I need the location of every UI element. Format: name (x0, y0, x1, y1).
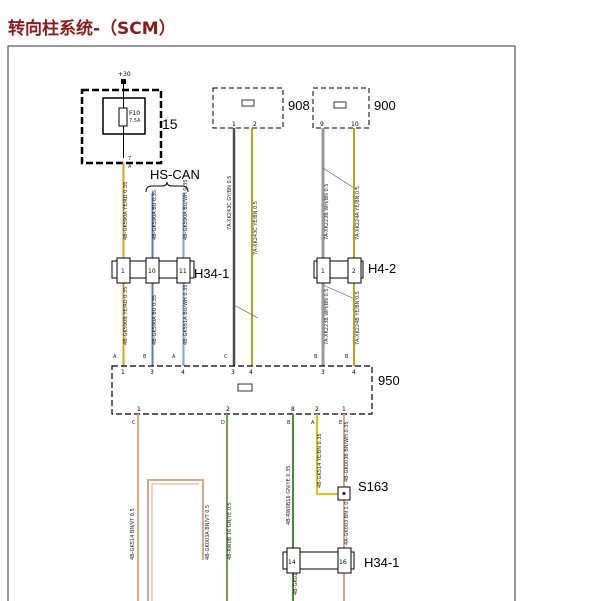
m950-pin-4c: 4 (352, 369, 356, 376)
page-title: 转向柱系统-（SCM） (8, 14, 176, 39)
h34-top-pin-1: 1 (121, 268, 125, 275)
wire-code-b3: 4B-RW0B16 GN/YE 0.35 (286, 466, 292, 525)
wire-code-b5: 4B-GK003B BN/WH 0.35 (344, 421, 350, 482)
wire-green-8: B 4B-RW0B16 GN/YE 0.35 4B-GK01 0.35 (286, 414, 299, 601)
h34-bottom-pin-14: 14 (288, 559, 296, 566)
wire-tan-loop: 4B-GK003A BN/VT 0.5 (147, 479, 211, 601)
h34-bottom-label: H34-1 (364, 555, 399, 570)
module-950: 950 A B A C B B 1 3 4 3 4 3 4 1 2 8 2 1 (111, 354, 400, 415)
title-text: 转向柱系统-（SCM） (8, 19, 176, 39)
wire-code-900-9: 7A-XK223B WH/BN 0.5 (324, 184, 330, 240)
fuse-pin-letter: A (128, 164, 132, 170)
bottom-letter-d: D (221, 420, 225, 426)
m950-pin-4: 4 (181, 369, 185, 376)
bottom-letter-a: A (311, 420, 315, 426)
m950-pin-3b: 3 (231, 369, 235, 376)
h34-top-pin-10: 10 (148, 268, 156, 275)
wire-code-b6: 4A-GK003 BN 1.0 (344, 502, 350, 545)
h4-2-pin-1: 1 (321, 268, 325, 275)
m950-pin-3c: 3 (321, 369, 325, 376)
wire-code-900-10: 7A-XK224A YE/BN 0.5 (355, 186, 361, 240)
fuse-name: F10 (129, 110, 140, 117)
bottom-letter-c: C (132, 420, 136, 426)
wire-lightblue-3: 4B-GK590A BU/WH 0.35 4B-GK551A BU/WH 0.3… (182, 179, 189, 366)
fuse-rating: 7.5A (129, 118, 141, 124)
h34-top-pin-11: 11 (179, 268, 187, 275)
wire-gray-908-1: 7A-XK243C GY/BN 0.5 (227, 128, 236, 366)
m950-letter-b3: B (345, 354, 349, 360)
wire-silver-900-9: 7A-XK223B WH/BN 0.5 7A-XK223B WH/BN 0.5 (321, 128, 358, 366)
supply-terminal (121, 79, 126, 84)
m950-letter-b1: B (143, 354, 147, 360)
wire-code-900-10-lower: 7A-XK224B YE/BN 0.5 (355, 291, 361, 345)
module-908: 908 1 2 (212, 87, 310, 129)
bottom-letter-e: E (339, 420, 342, 426)
wire-code-900-9-lower: 7A-XK223B WH/BN 0.5 (324, 289, 330, 345)
wire-code-908-1: 7A-XK243C GY/BN 0.5 (227, 176, 233, 230)
m950-pin-b1: 1 (137, 406, 141, 413)
wire-code-w3-upper: 4B-GK590A BU/WH 0.35 (183, 179, 189, 240)
connector-h34-1-top: 1 10 11 H34-1 (111, 257, 229, 284)
diagram-frame (7, 45, 516, 601)
fuse-box-label: 15 (162, 116, 178, 132)
wire-code-b4: 4B-GK514 YE/BN 0.35 (317, 433, 323, 488)
wire-code-b7: 4B-GK01 0.35 (293, 560, 299, 595)
hs-can-label: HS-CAN (150, 167, 200, 182)
m950-pin-4b: 4 (249, 369, 253, 376)
wire-code-b2: 4B-RW0B 16 GN/YE 0.5 (227, 502, 233, 560)
m900-pin-10: 10 (351, 121, 359, 128)
wire-olive-908-2: 7A-XK243C YE/BN 0.5 (233, 128, 259, 366)
m908-pin-2: 2 (253, 121, 257, 128)
wire-blue-2: 4B-GK590A BU 0.35 4B-GK590A BU 0.35 (151, 190, 158, 366)
wire-code-908-2: 7A-XK243C YE/BN 0.5 (253, 201, 259, 255)
m950-letter-a2: A (172, 354, 176, 360)
m950-letter-b2: B (314, 354, 318, 360)
module-900-label: 900 (374, 98, 396, 113)
m950-pin-b2: 2 (226, 406, 230, 413)
h34-bottom-pin-16: 16 (339, 559, 347, 566)
wire-tan-c: C 4B-GK514 BN/VT 0.5 (130, 414, 139, 601)
m900-pin-9: 9 (320, 121, 324, 128)
wire-brown-s163: E 4B-GK003B BN/WH 0.35 4A-GK003 BN 1.0 (339, 414, 350, 601)
h4-2-pin-2: 2 (352, 268, 356, 275)
fuse-pin: 7 (128, 156, 131, 162)
module-908-label: 908 (288, 98, 310, 113)
m908-pin-1: 1 (232, 121, 236, 128)
fuse-box-outline (80, 88, 163, 165)
fuse-box-15: +30 F10 7.5A 15 7 A (80, 71, 178, 170)
wire-code-w1-upper: 4B-GK590A YE/RD 0.35 (123, 182, 129, 240)
supply-label: +30 (118, 71, 131, 78)
m950-letter-c1: C (224, 354, 228, 360)
m950-letter-a1: A (113, 354, 117, 360)
wire-orange-1: 4B-GK590A YE/RD 0.35 4B-GK590B YE/RD 0.3… (122, 163, 129, 366)
module-950-label: 950 (378, 373, 400, 388)
m950-pin-1: 1 (121, 369, 125, 376)
connector-h34-1-bottom: 14 16 H34-1 (282, 547, 399, 574)
wire-olive-900-10: 7A-XK224A YE/BN 0.5 7A-XK224B YE/BN 0.5 (353, 128, 361, 366)
m950-pin-b8: 8 (291, 406, 295, 413)
m950-pin-b2r: 2 (315, 406, 319, 413)
h4-2-label: H4-2 (368, 261, 396, 276)
wire-code-w2-lower: 4B-GK590A BU 0.35 (152, 295, 158, 345)
fuse-element (118, 107, 128, 127)
wire-code-w1-lower: 4B-GK590B YE/RD 0.35 (123, 287, 129, 345)
bottom-letter-b: B (287, 420, 291, 426)
module-900: 900 9 10 (312, 87, 396, 129)
splice-s163: S163 (337, 479, 388, 501)
wire-green-2: D 4B-RW0B 16 GN/YE 0.5 (221, 414, 233, 601)
wire-yellow-s163: A 4B-GK514 YE/BN 0.35 (311, 414, 339, 495)
hs-can-bracket: HS-CAN (145, 167, 200, 193)
wire-code-b1: 4B-GK514 BN/VT 0.5 (130, 508, 136, 560)
m950-pin-3: 3 (150, 369, 154, 376)
wire-code-w2-upper: 4B-GK590A BU 0.35 (152, 190, 158, 240)
connector-h4-2: 1 2 H4-2 (313, 257, 396, 284)
h34-top-label: H34-1 (194, 266, 229, 281)
wire-code-w3-lower: 4B-GK551A BU/WH 0.35 (183, 284, 189, 345)
wire-code-b1b: 4B-GK003A BN/VT 0.5 (205, 505, 211, 560)
s163-label: S163 (358, 479, 388, 494)
m950-pin-b1r: 1 (342, 406, 346, 413)
